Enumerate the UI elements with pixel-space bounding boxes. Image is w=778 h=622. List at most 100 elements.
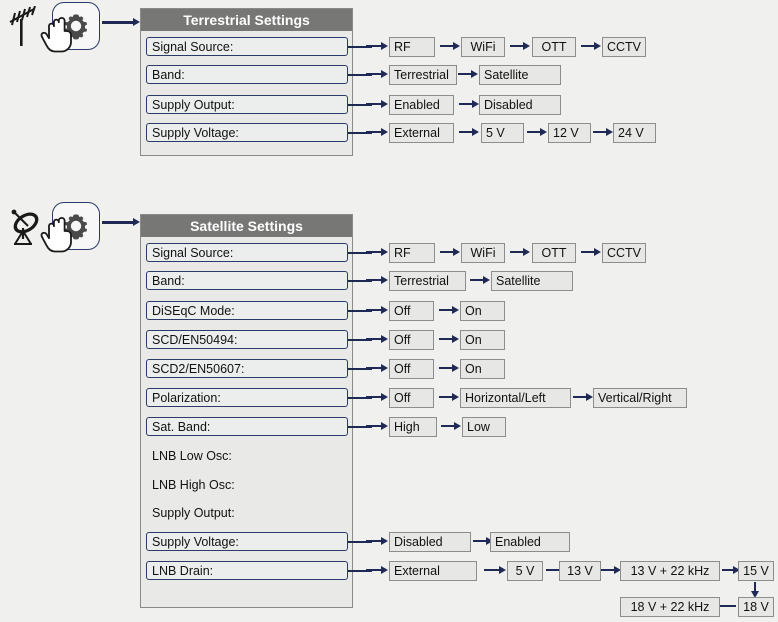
flow-arrow-to-terrestrial-panel xyxy=(102,18,140,27)
option-on-diseqc[interactable]: On xyxy=(460,301,505,321)
flow-arrow-signal-source-satellite xyxy=(366,248,388,257)
flow-arrow-band-terrestrial xyxy=(366,70,388,79)
option-24v-terrestrial[interactable]: 24 V xyxy=(613,123,656,143)
flow-arrow-to-satellite-panel xyxy=(102,218,140,227)
connector-band-terrestrial xyxy=(348,74,372,76)
option-ott-terrestrial[interactable]: OTT xyxy=(532,37,576,57)
connector-band-satellite xyxy=(348,280,372,282)
flow-arrow-rf-to-wifi-terrestrial xyxy=(440,42,460,51)
connector-scd2-en50607-satellite xyxy=(348,368,372,370)
tv-aerial-antenna-icon xyxy=(4,5,42,46)
option-ott-satellite[interactable]: OTT xyxy=(532,243,576,263)
flow-arrow-off-to-horizontal-polarization xyxy=(439,393,459,402)
option-rf-terrestrial[interactable]: RF xyxy=(389,37,435,57)
flow-arrow-sat-band-satellite xyxy=(366,422,388,431)
label-supply-output-satellite: Supply Output: xyxy=(152,505,235,520)
option-off-scd[interactable]: Off xyxy=(389,330,434,350)
option-terrestrial-band-terrestrial[interactable]: Terrestrial xyxy=(389,65,457,85)
option-off-polarization[interactable]: Off xyxy=(389,388,434,408)
label-polarization-satellite[interactable]: Polarization: xyxy=(146,388,348,407)
option-low-sat-band[interactable]: Low xyxy=(462,417,506,437)
connector-supply-voltage-terrestrial xyxy=(348,132,372,134)
flow-arrow-off-to-on-scd xyxy=(439,335,459,344)
flow-arrow-external-to-5v-lnb-drain xyxy=(484,566,506,575)
option-rf-satellite[interactable]: RF xyxy=(389,243,435,263)
label-signal-source-satellite[interactable]: Signal Source: xyxy=(146,243,348,262)
flow-arrow-supply-output-terrestrial xyxy=(366,100,388,109)
label-band-terrestrial[interactable]: Band: xyxy=(146,65,348,84)
connector-supply-output-terrestrial xyxy=(348,104,372,106)
option-off-scd2[interactable]: Off xyxy=(389,359,434,379)
flow-arrow-enabled-to-disabled-terrestrial xyxy=(459,100,479,109)
option-high-sat-band[interactable]: High xyxy=(389,417,437,437)
flow-arrow-13v-to-13v22khz-lnb-drain xyxy=(601,566,621,575)
option-on-scd2[interactable]: On xyxy=(460,359,505,379)
flow-arrow-band-terrestrial-to-satellite xyxy=(458,70,478,79)
flow-arrow-supply-voltage-satellite xyxy=(366,537,388,546)
label-scd2-en50607-satellite[interactable]: SCD2/EN50607: xyxy=(146,359,348,378)
terrestrial-panel-title: Terrestrial Settings xyxy=(141,9,352,31)
flow-arrow-signal-source-terrestrial xyxy=(366,42,388,51)
option-disabled-supply-voltage-satellite[interactable]: Disabled xyxy=(389,532,471,552)
flow-arrow-diseqc-mode-satellite xyxy=(366,306,388,315)
flow-arrow-polarization-satellite xyxy=(366,393,388,402)
option-18v-22khz-lnb-drain[interactable]: 18 V + 22 kHz xyxy=(620,597,720,617)
flow-arrow-scd-en50494-satellite xyxy=(366,335,388,344)
option-5v-terrestrial[interactable]: 5 V xyxy=(481,123,524,143)
option-13v-22khz-lnb-drain[interactable]: 13 V + 22 kHz xyxy=(620,561,720,581)
label-lnb-high-osc-satellite: LNB High Osc: xyxy=(152,477,235,492)
label-scd-en50494-satellite[interactable]: SCD/EN50494: xyxy=(146,330,348,349)
option-enabled-terrestrial[interactable]: Enabled xyxy=(389,95,454,115)
flow-arrow-scd2-en50607-satellite xyxy=(366,364,388,373)
flow-arrow-horizontal-to-vertical-polarization xyxy=(573,393,593,402)
flow-arrow-12v-to-24v-terrestrial xyxy=(593,128,613,137)
flow-arrow-band-satellite xyxy=(366,276,388,285)
option-satellite-band-terrestrial[interactable]: Satellite xyxy=(479,65,561,85)
option-enabled-supply-voltage-satellite[interactable]: Enabled xyxy=(490,532,570,552)
option-external-terrestrial[interactable]: External xyxy=(389,123,454,143)
pointing-hand-icon xyxy=(38,12,80,54)
option-13v-lnb-drain[interactable]: 13 V xyxy=(559,561,601,581)
connector-scd-en50494-satellite xyxy=(348,339,372,341)
option-terrestrial-band-satellite[interactable]: Terrestrial xyxy=(389,271,466,291)
label-signal-source-terrestrial[interactable]: Signal Source: xyxy=(146,37,348,56)
flow-arrow-ott-to-cctv-satellite xyxy=(581,248,601,257)
flow-arrow-wifi-to-ott-satellite xyxy=(510,248,530,257)
flow-arrow-ott-to-cctv-terrestrial xyxy=(581,42,601,51)
option-horizontal-left-polarization[interactable]: Horizontal/Left xyxy=(460,388,571,408)
connector-sat-band-satellite xyxy=(348,426,372,428)
label-supply-output-terrestrial[interactable]: Supply Output: xyxy=(146,95,348,114)
option-15v-lnb-drain[interactable]: 15 V xyxy=(738,561,774,581)
option-off-diseqc[interactable]: Off xyxy=(389,301,434,321)
label-band-satellite[interactable]: Band: xyxy=(146,271,348,290)
flow-arrow-15v-to-18v-lnb-drain xyxy=(751,582,760,598)
option-cctv-satellite[interactable]: CCTV xyxy=(602,243,646,263)
connector-polarization-satellite xyxy=(348,397,372,399)
option-12v-terrestrial[interactable]: 12 V xyxy=(548,123,591,143)
label-sat-band-satellite[interactable]: Sat. Band: xyxy=(146,417,348,436)
connector-lnb-drain-satellite xyxy=(348,570,372,572)
option-cctv-terrestrial[interactable]: CCTV xyxy=(602,37,646,57)
flow-arrow-rf-to-wifi-satellite xyxy=(440,248,460,257)
label-lnb-low-osc-satellite: LNB Low Osc: xyxy=(152,448,232,463)
pointing-hand-icon-satellite xyxy=(38,212,80,254)
option-vertical-right-polarization[interactable]: Vertical/Right xyxy=(593,388,687,408)
connector-signal-source-terrestrial xyxy=(348,46,372,48)
option-on-scd[interactable]: On xyxy=(460,330,505,350)
option-wifi-satellite[interactable]: WiFi xyxy=(461,243,505,263)
flow-arrow-13v22khz-to-15v-lnb-drain xyxy=(722,566,740,575)
label-supply-voltage-terrestrial[interactable]: Supply Voltage: xyxy=(146,123,348,142)
flow-arrow-5v-to-12v-terrestrial xyxy=(527,128,547,137)
label-supply-voltage-satellite[interactable]: Supply Voltage: xyxy=(146,532,348,551)
option-external-lnb-drain[interactable]: External xyxy=(389,561,477,581)
flow-arrow-wifi-to-ott-terrestrial xyxy=(510,42,530,51)
option-5v-lnb-drain[interactable]: 5 V xyxy=(507,561,543,581)
option-disabled-terrestrial[interactable]: Disabled xyxy=(479,95,561,115)
connector-diseqc-mode-satellite xyxy=(348,310,372,312)
connector-signal-source-satellite xyxy=(348,252,372,254)
label-lnb-drain-satellite[interactable]: LNB Drain: xyxy=(146,561,348,580)
label-diseqc-mode-satellite[interactable]: DiSEqC Mode: xyxy=(146,301,348,320)
option-18v-lnb-drain[interactable]: 18 V xyxy=(738,597,774,617)
option-satellite-band-satellite[interactable]: Satellite xyxy=(491,271,573,291)
option-wifi-terrestrial[interactable]: WiFi xyxy=(461,37,505,57)
